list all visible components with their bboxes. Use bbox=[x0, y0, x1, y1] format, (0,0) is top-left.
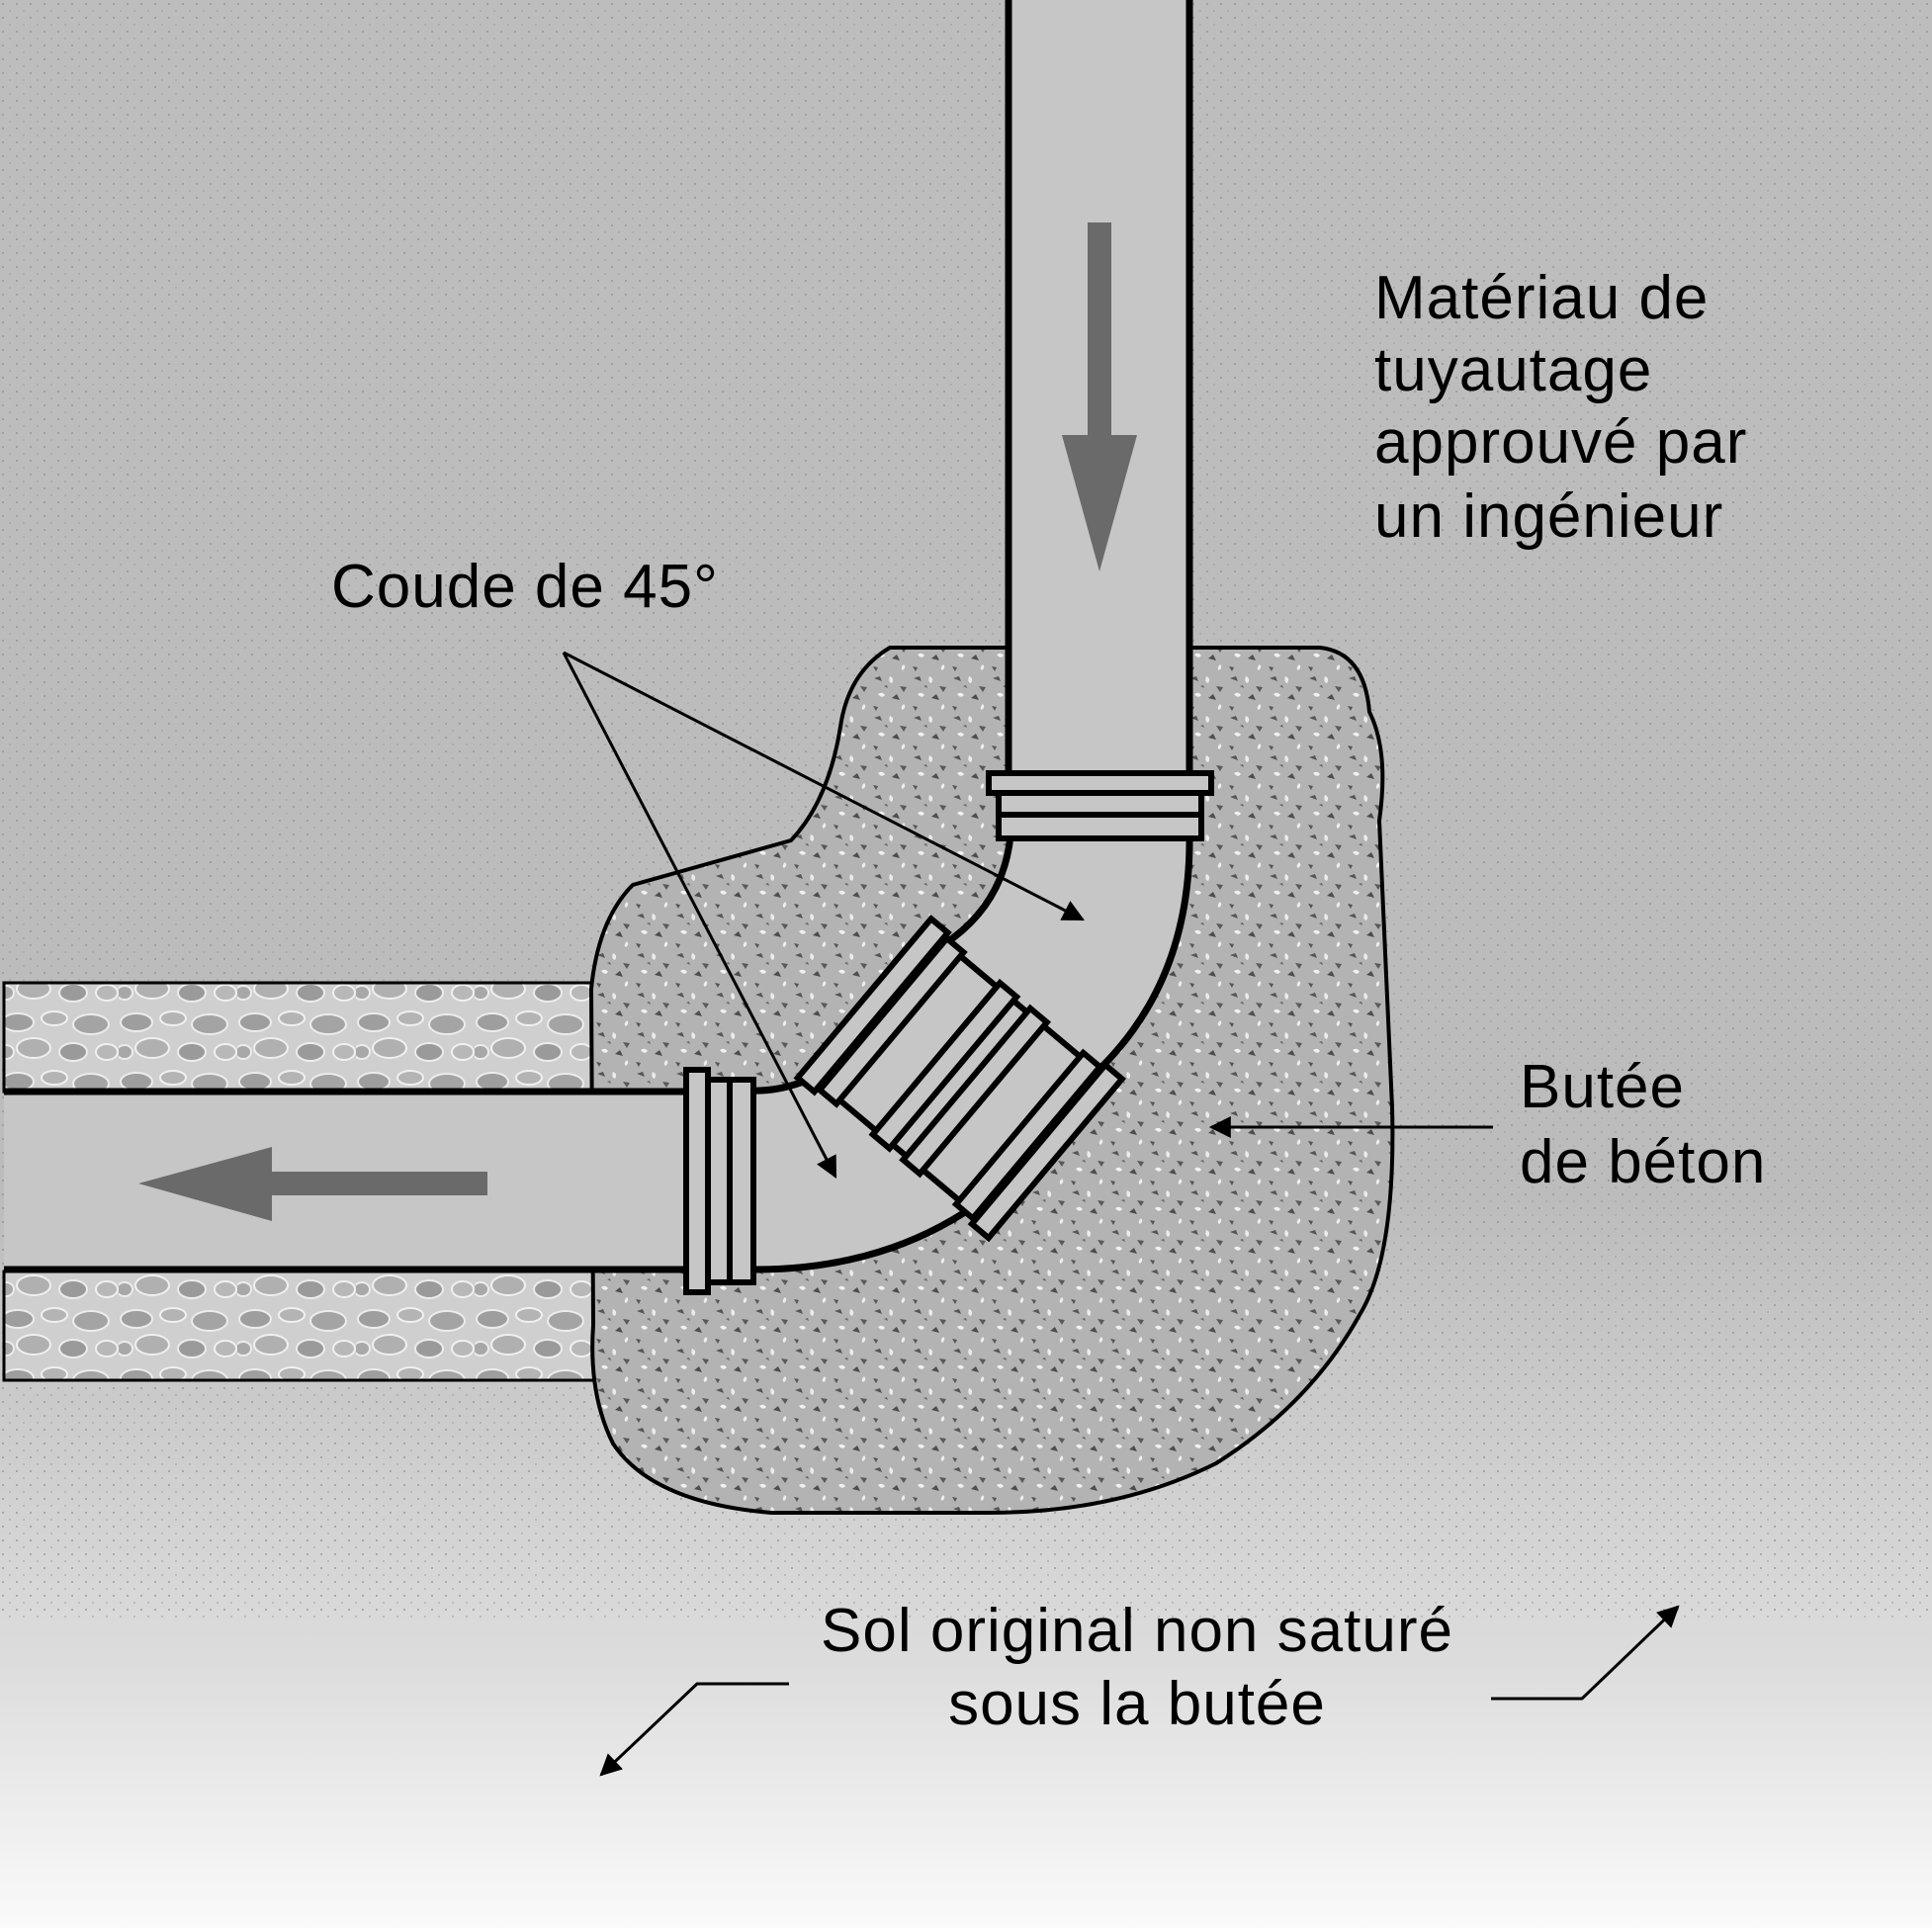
flow-arrow-left bbox=[138, 1147, 487, 1221]
gravel-bedding-bottom bbox=[2, 1270, 599, 1382]
elbow-leader-lower bbox=[562, 652, 837, 1179]
soil-leader-left bbox=[599, 1682, 789, 1777]
label-pipe-material-line-1: Matériau de bbox=[1374, 264, 1709, 332]
label-soil-line-2: sous la butée bbox=[948, 1670, 1326, 1738]
label-thrust-block-line-1: Butée bbox=[1520, 1053, 1685, 1121]
label-thrust-block-line-2: de béton bbox=[1520, 1128, 1766, 1196]
soil-leader-right bbox=[1491, 1605, 1680, 1701]
label-elbow: Coude de 45° bbox=[331, 553, 719, 621]
label-soil-line-1: Sol original non saturé bbox=[821, 1597, 1453, 1665]
label-pipe-material-line-4: un ingénieur bbox=[1374, 482, 1723, 551]
horizontal-pipe-collar bbox=[683, 1067, 756, 1295]
diagonal-coupling bbox=[793, 914, 1127, 1243]
flow-arrow-down bbox=[1062, 222, 1137, 571]
label-pipe-material-line-3: approuvé par bbox=[1374, 408, 1747, 477]
label-pipe-material-line-2: tuyautage bbox=[1374, 336, 1652, 404]
gravel-bedding-top bbox=[2, 981, 599, 1094]
vertical-pipe-collar bbox=[986, 770, 1214, 841]
elbow-leader-upper bbox=[563, 651, 1085, 921]
